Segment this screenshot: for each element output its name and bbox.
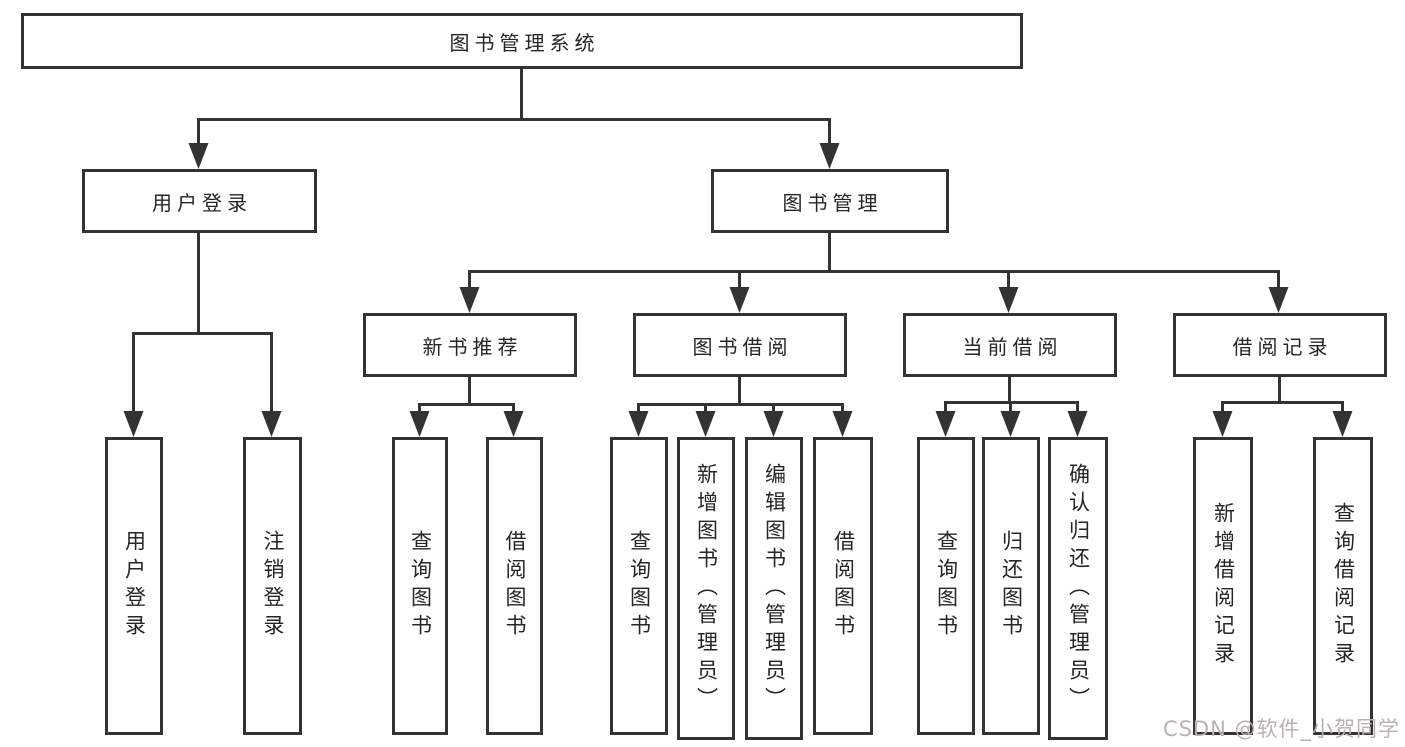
leaf-records-query-record: 查询借阅记录	[1313, 437, 1373, 735]
leaf-records-add-record: 新增借阅记录	[1193, 437, 1253, 735]
connector-book-mgmt-to-level2	[459, 233, 1289, 313]
leaf-current-return-books-label: 归还图书	[999, 530, 1024, 642]
node-book-borrowing-label: 图书借阅	[692, 334, 793, 359]
leaf-borrowing-add-books-admin: 新增图书（管理员）	[677, 437, 735, 740]
node-new-book-recommend-label: 新书推荐	[422, 334, 523, 359]
leaf-current-query-books: 查询图书	[917, 437, 975, 735]
leaf-borrowing-query-books: 查询图书	[610, 437, 668, 735]
leaf-user-login-label: 用户登录	[122, 530, 147, 642]
connector-current-to-leaves	[935, 377, 1088, 437]
node-borrowing-records-label: 借阅记录	[1232, 334, 1333, 359]
connector-new-books-to-leaves	[409, 377, 524, 437]
leaf-borrowing-borrow-books: 借阅图书	[813, 437, 873, 735]
leaf-newbooks-query-books: 查询图书	[392, 437, 448, 735]
node-library-management-system-label: 图书管理系统	[449, 30, 600, 55]
node-current-borrowing: 当前借阅	[903, 313, 1117, 377]
connector-root-to-level1	[188, 69, 840, 169]
leaf-borrowing-borrow-books-label: 借阅图书	[831, 530, 856, 642]
leaf-logout-label: 注销登录	[261, 530, 285, 642]
leaf-borrowing-edit-books-admin-label: 编辑图书（管理员）	[762, 462, 787, 715]
leaf-records-query-record-label: 查询借阅记录	[1331, 502, 1356, 670]
leaf-user-login: 用户登录	[105, 437, 163, 735]
node-library-management-system: 图书管理系统	[21, 13, 1023, 69]
connector-borrowing-to-leaves	[628, 377, 853, 437]
node-book-borrowing: 图书借阅	[633, 313, 847, 377]
leaf-newbooks-borrow-books-label: 借阅图书	[503, 530, 527, 642]
node-current-borrowing-label: 当前借阅	[962, 334, 1063, 359]
leaf-logout: 注销登录	[243, 437, 302, 735]
leaf-current-return-books: 归还图书	[982, 437, 1040, 735]
node-borrowing-records: 借阅记录	[1173, 313, 1387, 377]
leaf-newbooks-query-books-label: 查询图书	[408, 530, 433, 642]
node-user-login-label: 用户登录	[152, 190, 252, 215]
leaf-current-confirm-return-admin: 确认归还（管理员）	[1048, 437, 1108, 740]
connector-records-to-leaves	[1212, 377, 1353, 437]
leaf-borrowing-add-books-admin-label: 新增图书（管理员）	[694, 462, 719, 715]
leaf-borrowing-query-books-label: 查询图书	[627, 530, 652, 642]
node-book-management: 图书管理	[711, 169, 949, 233]
leaf-borrowing-edit-books-admin: 编辑图书（管理员）	[745, 437, 803, 740]
node-user-login: 用户登录	[82, 169, 317, 233]
node-new-book-recommend: 新书推荐	[363, 313, 577, 377]
leaf-records-add-record-label: 新增借阅记录	[1211, 502, 1236, 670]
leaf-current-confirm-return-admin-label: 确认归还（管理员）	[1066, 462, 1091, 715]
csdn-watermark: CSDN @软件_小贺同学	[1162, 717, 1400, 741]
connector-user-login-to-leaves	[123, 233, 282, 437]
node-book-management-label: 图书管理	[782, 190, 883, 215]
leaf-current-query-books-label: 查询图书	[934, 530, 959, 642]
leaf-newbooks-borrow-books: 借阅图书	[486, 437, 543, 735]
